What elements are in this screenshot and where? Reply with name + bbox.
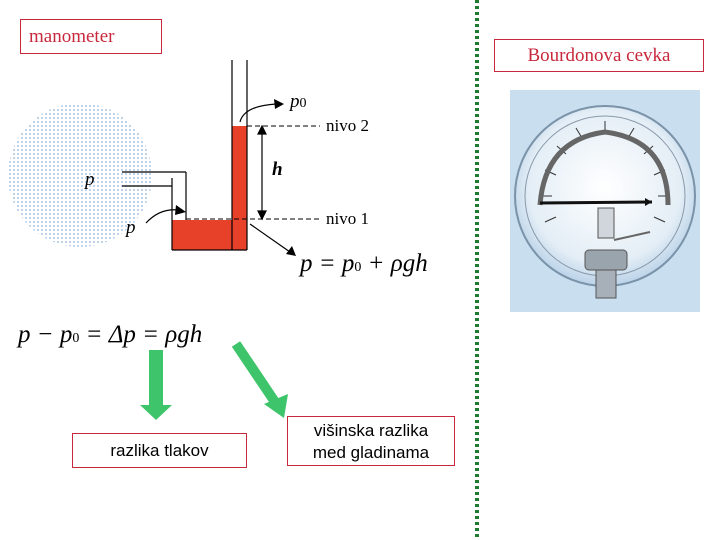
manometer-title: manometer [20, 19, 162, 54]
nivo2-label: nivo 2 [326, 116, 369, 135]
razlika-tlakov-box: razlika tlakov [72, 433, 247, 468]
difference-eq-head: p − p [18, 321, 73, 348]
p-bottom-label: p [126, 217, 136, 238]
visinska-razlika-box: višinska razlika med gladinama [287, 416, 455, 466]
p0-label: p0 [290, 92, 307, 111]
difference-eq-sub: 0 [72, 331, 80, 346]
p-left-label: p [85, 169, 95, 190]
bourdon-gauge-image [510, 90, 700, 312]
green-arrow-down [140, 350, 172, 420]
pressure-equation: p = p0 + ρgh [300, 251, 428, 276]
height-arrow [257, 124, 267, 221]
visinska-razlika-line2: med gladinama [312, 443, 430, 462]
p0-arrow [239, 103, 277, 123]
difference-equation: p − p0 = Δp = ρgh [18, 322, 202, 347]
visinska-razlika-line1: višinska razlika [313, 421, 429, 440]
bourdon-title: Bourdonova cevka [494, 39, 704, 72]
u-tube [171, 60, 248, 251]
p-bottom-arrow [145, 209, 179, 224]
green-arrow-diagonal [231, 341, 288, 418]
razlika-tlakov-label: razlika tlakov [110, 441, 209, 460]
pressure-eq-sub: 0 [354, 260, 362, 275]
pressure-eq-head: p = p [300, 250, 355, 277]
connection-pipe [122, 171, 186, 187]
p0-symbol: p [290, 91, 300, 112]
h-label: h [272, 159, 283, 180]
nivo1-label: nivo 1 [326, 209, 369, 228]
u-tube-liquid [172, 126, 247, 250]
pressure-eq-tail: + ρgh [361, 250, 428, 277]
pressure-cloud [8, 103, 152, 247]
difference-eq-tail: = Δp = ρgh [79, 321, 203, 348]
p0-subscript: 0 [299, 96, 307, 111]
nivo1-arrow [249, 223, 291, 253]
